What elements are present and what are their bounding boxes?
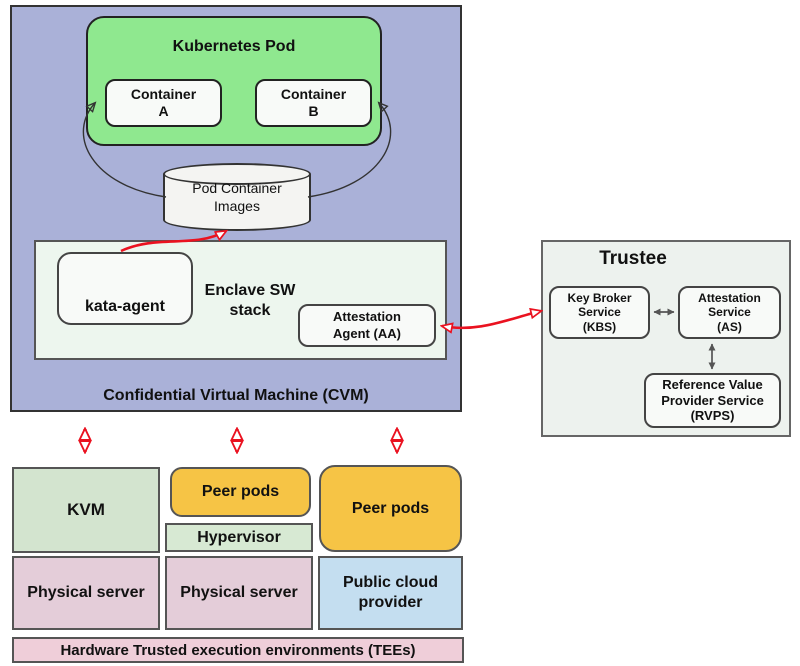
kvm-box: KVM bbox=[12, 467, 160, 553]
public-cloud-provider-box: Public cloud provider bbox=[318, 556, 463, 630]
as-box: Attestation Service (AS) bbox=[678, 286, 781, 339]
attestation-agent-box: Attestation Agent (AA) bbox=[298, 304, 436, 347]
physical-server-2-box: Physical server bbox=[165, 556, 313, 630]
pod-images-label: Pod Container Images bbox=[192, 180, 282, 214]
kbs-box: Key Broker Service (KBS) bbox=[549, 286, 650, 339]
peer-pods-2-box: Peer pods bbox=[319, 465, 462, 552]
kata-agent-box: kata-agent bbox=[57, 252, 193, 325]
rvps-box: Reference Value Provider Service (RVPS) bbox=[644, 373, 781, 428]
hypervisor-box: Hypervisor bbox=[165, 523, 313, 552]
enclave-sw-stack-title: Enclave SW stack bbox=[204, 282, 296, 319]
kubernetes-pod-title: Kubernetes Pod bbox=[172, 38, 296, 55]
peer-pods-1-box: Peer pods bbox=[170, 467, 311, 517]
tees-bar: Hardware Trusted execution environments … bbox=[12, 637, 464, 663]
physical-server-1-box: Physical server bbox=[12, 556, 160, 630]
container-a-box: Container A bbox=[105, 79, 222, 127]
trustee-title: Trustee bbox=[599, 248, 667, 269]
cvm-label: Confidential Virtual Machine (CVM) bbox=[103, 387, 369, 404]
container-b-box: Container B bbox=[255, 79, 372, 127]
